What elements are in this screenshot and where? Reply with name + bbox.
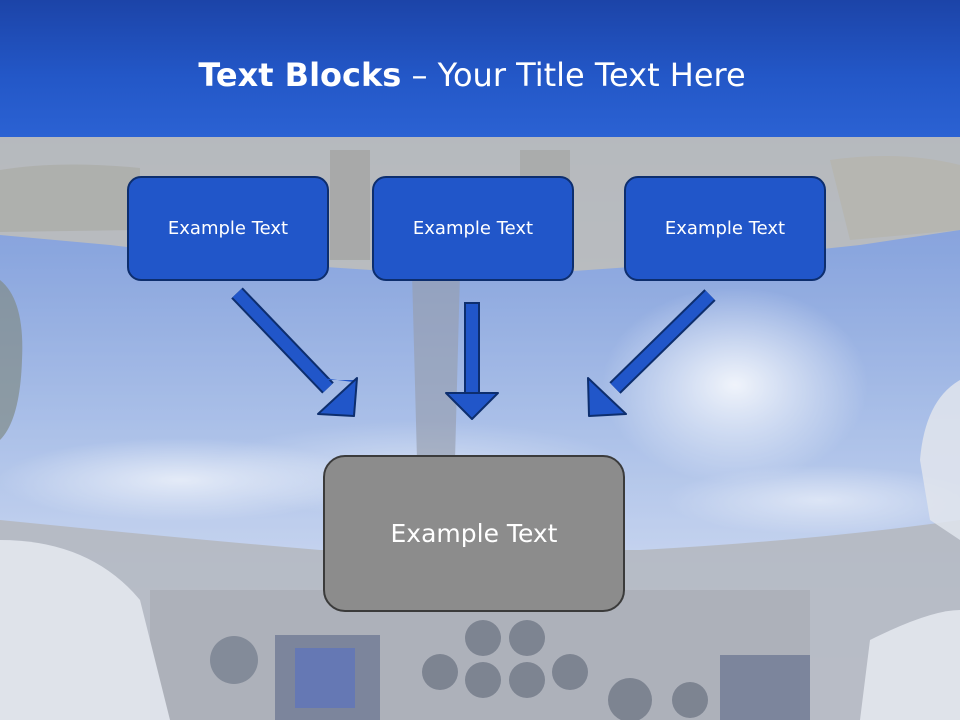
slide-title-rest: – Your Title Text Here bbox=[401, 56, 746, 94]
text-block-top-center[interactable]: Example Text bbox=[372, 176, 574, 281]
slide-title: Text Blocks – Your Title Text Here bbox=[0, 52, 944, 98]
text-block-top-right-label: Example Text bbox=[664, 218, 786, 239]
text-block-bottom-label: Example Text bbox=[390, 519, 558, 548]
text-block-top-right[interactable]: Example Text bbox=[624, 176, 826, 281]
title-bar: Text Blocks – Your Title Text Here bbox=[0, 0, 960, 137]
text-block-top-center-label: Example Text bbox=[412, 218, 534, 239]
text-block-top-left-label: Example Text bbox=[167, 218, 289, 239]
text-block-top-left[interactable]: Example Text bbox=[127, 176, 329, 281]
text-block-bottom[interactable]: Example Text bbox=[323, 455, 625, 612]
slide-title-bold: Text Blocks bbox=[198, 56, 402, 94]
